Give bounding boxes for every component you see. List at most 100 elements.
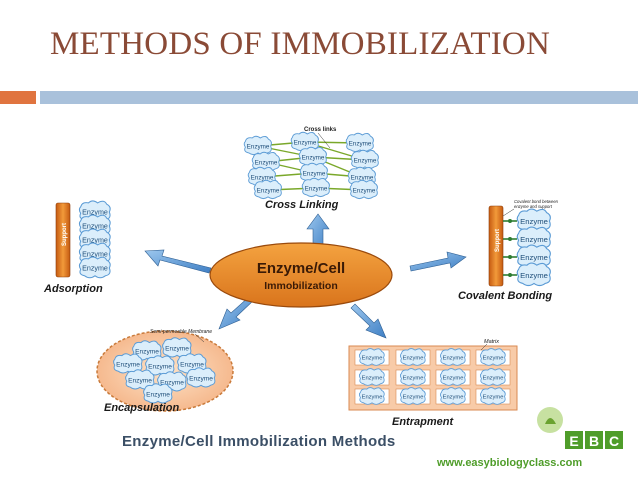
- footer-title: Enzyme/Cell Immobilization Methods: [122, 433, 396, 450]
- covalent-note-line2: enzyme and support: [514, 204, 553, 209]
- cross-linked-enzyme: Enzyme: [253, 179, 282, 200]
- arrow-to-adsorption: [144, 249, 212, 274]
- cross-linked-enzyme: Enzyme: [299, 162, 328, 183]
- membrane-pointer: [194, 333, 205, 343]
- entrapped-enzyme: Enzyme: [479, 387, 506, 405]
- matrix-label: Matrix: [484, 339, 499, 345]
- encapsulation-caption: Encapsulation: [104, 402, 179, 414]
- enzyme-label: Enzyme: [349, 140, 372, 147]
- covalent-note-line1: Covalent bond between: [514, 199, 559, 204]
- bond-node: [508, 237, 512, 241]
- bond-node: [508, 273, 512, 277]
- enzyme-label: Enzyme: [483, 356, 504, 362]
- encapsulated-enzyme: Enzyme: [145, 355, 175, 376]
- enzyme-label: Enzyme: [403, 395, 424, 401]
- cross-linked-enzyme: Enzyme: [345, 132, 374, 153]
- adsorption-support-label: Support: [62, 223, 68, 246]
- enzyme-label: Enzyme: [160, 379, 184, 386]
- enzyme-label: Enzyme: [165, 345, 189, 352]
- cross-linked-enzyme: Enzyme: [301, 177, 330, 198]
- entrapped-enzyme: Enzyme: [439, 368, 466, 386]
- enzyme-label: Enzyme: [82, 209, 108, 217]
- adsorbed-enzyme: Enzyme: [78, 200, 111, 223]
- enzyme-label: Enzyme: [294, 139, 317, 146]
- entrapped-enzyme: Enzyme: [439, 387, 466, 405]
- enzyme-label: Enzyme: [135, 348, 159, 355]
- center-label-line2: Immobilization: [264, 280, 338, 292]
- cross-links-label: Cross links: [304, 127, 337, 133]
- title-rule-bar: [40, 91, 638, 104]
- enzyme-label: Enzyme: [483, 376, 504, 382]
- enzyme-label: Enzyme: [257, 187, 280, 194]
- enzyme-label: Enzyme: [354, 157, 377, 164]
- covalently-bound-enzyme: Enzyme: [516, 244, 551, 269]
- adsorbed-enzyme: Enzyme: [78, 214, 111, 237]
- entrapped-enzyme: Enzyme: [358, 387, 385, 405]
- arrow-to-entrapment: [350, 303, 387, 339]
- enzyme-label: Enzyme: [128, 377, 152, 384]
- cross-linked-enzyme: Enzyme: [251, 151, 280, 172]
- enzyme-label: Enzyme: [520, 253, 548, 262]
- enzyme-label: Enzyme: [520, 271, 548, 280]
- website-url: www.easybiologyclass.com: [436, 457, 582, 469]
- enzyme-label: Enzyme: [303, 170, 326, 177]
- enzyme-label: Enzyme: [180, 361, 204, 368]
- enzyme-label: Enzyme: [247, 143, 270, 150]
- arrow-to-encapsulation: [218, 295, 255, 330]
- entrapped-enzyme: Enzyme: [358, 348, 385, 366]
- enzyme-label: Enzyme: [351, 174, 374, 181]
- arrow-to-covalent-bonding: [409, 251, 467, 272]
- cross-linked-enzyme: Enzyme: [347, 166, 376, 187]
- logo-letter-c: C: [609, 433, 619, 449]
- cross-linked-enzyme: Enzyme: [349, 179, 378, 200]
- title-accent-bar: [0, 91, 36, 104]
- enzyme-label: Enzyme: [362, 395, 383, 401]
- encapsulated-enzyme: Enzyme: [186, 367, 216, 388]
- cross-linked-enzyme: Enzyme: [243, 135, 272, 156]
- adsorption-support-bar: [55, 202, 71, 278]
- adsorption-caption: Adsorption: [43, 283, 103, 295]
- cross-linking-caption: Cross Linking: [265, 199, 339, 211]
- encapsulated-enzyme: Enzyme: [177, 353, 207, 374]
- covalently-bound-enzyme: Enzyme: [516, 208, 551, 233]
- entrapped-enzyme: Enzyme: [399, 348, 426, 366]
- enzyme-label: Enzyme: [189, 375, 213, 382]
- covalent-note-pointer: [502, 208, 515, 217]
- enzyme-label: Enzyme: [302, 154, 325, 161]
- encapsulated-enzyme: Enzyme: [143, 383, 173, 404]
- cross-linked-enzyme: Enzyme: [298, 146, 327, 167]
- enzyme-label: Enzyme: [148, 363, 172, 370]
- slide-title: METHODS OF IMMOBILIZATION: [50, 26, 550, 62]
- adsorbed-enzyme: Enzyme: [78, 228, 111, 251]
- enzyme-label: Enzyme: [82, 223, 108, 231]
- cross-linked-enzyme: Enzyme: [290, 131, 319, 152]
- entrapped-enzyme: Enzyme: [439, 348, 466, 366]
- enzyme-label: Enzyme: [362, 376, 383, 382]
- entrapped-enzyme: Enzyme: [479, 348, 506, 366]
- encapsulated-enzyme: Enzyme: [113, 353, 143, 374]
- enzyme-label: Enzyme: [116, 361, 140, 368]
- cross-linked-enzyme: Enzyme: [247, 166, 276, 187]
- covalently-bound-enzyme: Enzyme: [516, 262, 551, 287]
- enzyme-label: Enzyme: [146, 391, 170, 398]
- covalent-support-bar: [488, 205, 504, 287]
- entrapped-enzyme: Enzyme: [399, 368, 426, 386]
- cross-links-pointer: [317, 132, 331, 149]
- enzyme-label: Enzyme: [305, 185, 328, 192]
- enzyme-label: Enzyme: [251, 174, 274, 181]
- entrapment-caption: Entrapment: [392, 416, 454, 428]
- center-oval: [209, 242, 393, 308]
- covalently-bound-enzyme: Enzyme: [516, 226, 551, 251]
- encapsulated-enzyme: Enzyme: [162, 337, 192, 358]
- entrapped-enzyme: Enzyme: [399, 387, 426, 405]
- ebc-logo: [537, 407, 623, 449]
- enzyme-label: Enzyme: [403, 356, 424, 362]
- bond-node: [508, 219, 512, 223]
- enzyme-label: Enzyme: [255, 159, 278, 166]
- membrane-label: Semi-permeable Membrane: [150, 329, 212, 335]
- enzyme-label: Enzyme: [82, 251, 108, 259]
